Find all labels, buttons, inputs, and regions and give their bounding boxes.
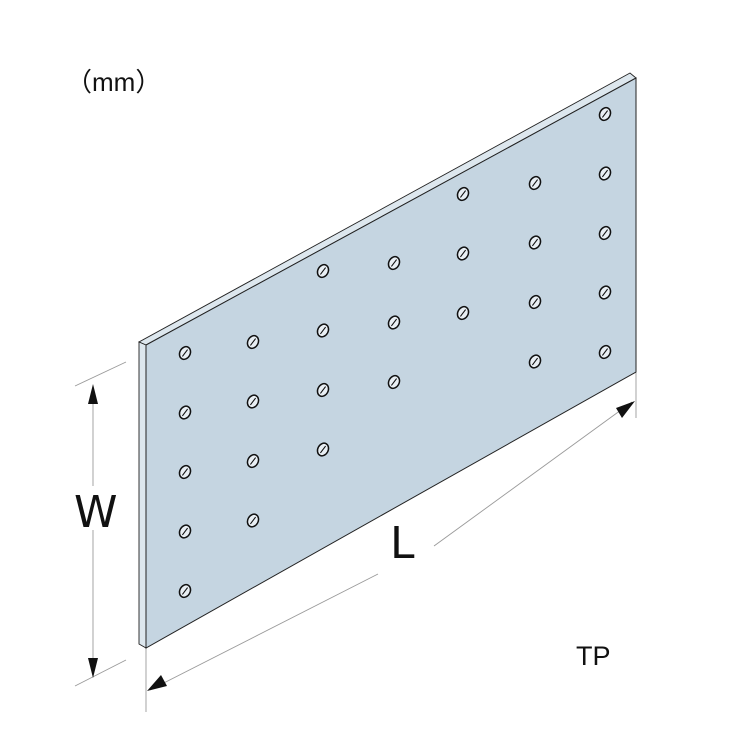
nail-hole [598,225,612,241]
nail-hole [178,583,192,599]
product-code: TP [576,641,611,671]
nail-hole [528,235,542,250]
length-label: L [390,518,415,569]
nail-hole [528,354,542,369]
nail-hole [456,305,470,321]
nail-hole [246,394,260,409]
nail-hole [387,255,401,271]
length-arrow-right [616,401,635,418]
nail-hole [598,106,612,122]
nail-hole [598,285,612,300]
nail-hole [528,294,542,310]
nail-hole [178,405,192,420]
nail-hole [387,374,401,390]
nail-hole [456,246,470,261]
nail-hole [246,513,260,528]
nail-holes [178,106,612,599]
extension-lines [74,361,637,712]
length-dimension-line [147,401,635,691]
unit-label: （mm） [66,67,162,97]
width-arrow-top [88,384,98,404]
nail-hole [316,323,330,338]
nail-hole [598,166,612,181]
width-label: W [74,487,118,538]
nail-hole [178,464,192,480]
nail-hole [598,344,612,360]
nail-hole [178,524,192,539]
nail-hole [456,186,470,202]
width-dimension-line [88,384,98,678]
plate-face [145,77,637,649]
width-arrow-bottom [88,658,98,678]
nail-hole [246,334,260,350]
nail-hole [528,175,542,191]
nail-hole [316,382,330,398]
nail-hole [387,315,401,330]
length-arrow-left [147,675,167,691]
nail-hole [316,442,330,457]
plate-left-edge [138,341,147,649]
nail-hole [178,345,192,361]
nail-hole [316,263,330,279]
nail-hole [246,453,260,469]
